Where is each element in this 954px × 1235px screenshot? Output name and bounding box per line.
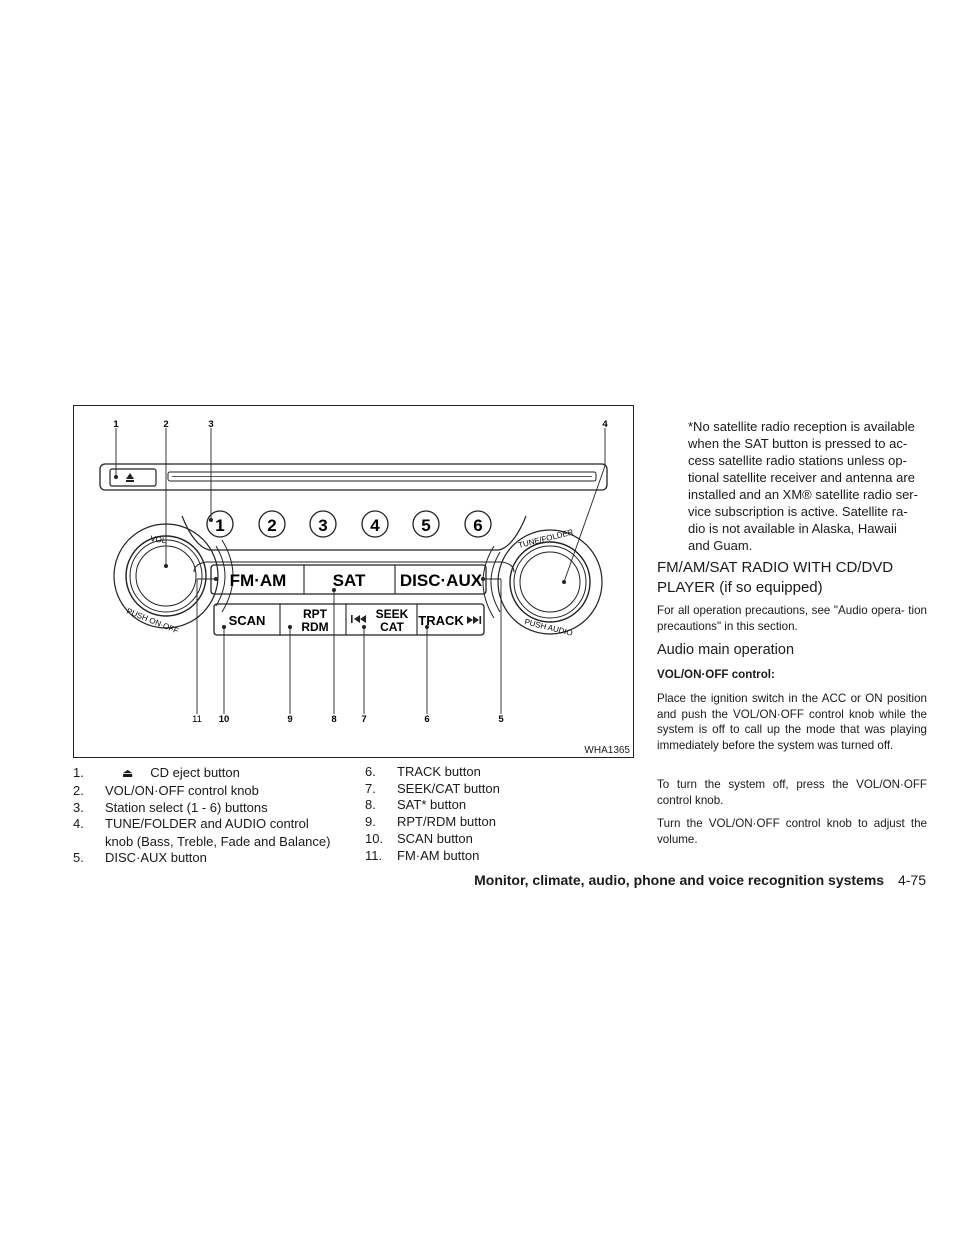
callout-10: 10 (219, 714, 230, 725)
callout-lines (115, 428, 606, 714)
cd-slot-panel (99, 463, 608, 491)
callout-11: 11 (192, 714, 202, 725)
preset-button-3 (309, 510, 337, 538)
callout-9: 9 (287, 714, 292, 725)
callout-4: 4 (602, 419, 608, 430)
eject-icon: ⏏ (121, 766, 134, 780)
callout-7: 7 (361, 714, 366, 725)
para-2: To turn the system off, press the VOL/ON… (657, 778, 927, 807)
preset-label-2: 2 (267, 516, 276, 535)
legend-item-1: 1. ⏏ CD eject button (73, 765, 240, 780)
cd-slot (167, 471, 597, 482)
push-audio-label: PUSH AUDIO (524, 617, 574, 638)
section-intro: For all operation precautions, see "Audi… (657, 604, 927, 633)
legend-item-5: 5.DISC·AUX button (73, 850, 207, 865)
footer-title: Monitor, climate, audio, phone and voice… (474, 872, 885, 888)
section-heading: FM/AM/SAT RADIO WITH CD/DVD PLAYER (if s… (657, 559, 894, 596)
sat-button: SAT (333, 571, 366, 590)
preset-button-1 (206, 510, 234, 538)
legend-item-8: 8.SAT* button (365, 797, 467, 812)
control-heading: VOL/ON·OFF control: (657, 668, 775, 681)
para-3: Turn the VOL/ON·OFF control knob to adju… (657, 817, 927, 846)
callout-numbers: 1 2 3 4 5 6 7 8 9 10 11 (113, 419, 608, 725)
rdm-label: RDM (301, 620, 328, 634)
preset-label-5: 5 (421, 516, 430, 535)
preset-label-1: 1 (215, 516, 224, 535)
legend-item-9: 9.RPT/RDM button (365, 814, 496, 829)
preset-button-4 (361, 510, 389, 538)
callout-3: 3 (208, 419, 213, 430)
disc-aux-button: DISC·AUX (400, 571, 483, 590)
legend-item-2: 2.VOL/ON·OFF control knob (73, 783, 259, 798)
eject-button (109, 468, 157, 487)
eject-icon (126, 473, 134, 479)
legend-item-6: 6.TRACK button (365, 764, 481, 779)
satellite-note: *No satellite radio reception is availab… (688, 419, 918, 553)
cat-label: CAT (380, 620, 404, 634)
callout-2: 2 (163, 419, 168, 430)
preset-buttons: 1 2 3 4 5 6 (206, 510, 492, 538)
track-button: TRACK (418, 613, 464, 628)
callout-5: 5 (498, 714, 504, 725)
page-number: 4-75 (897, 872, 926, 888)
preset-button-6 (464, 510, 492, 538)
callout-6: 6 (424, 714, 429, 725)
fm-am-button: FM·AM (230, 571, 287, 590)
bottom-button-row (213, 603, 485, 636)
radio-diagram: 1 2 3 4 5 6 VOL PUSH ON·OFF TUNE/FOL (99, 419, 608, 725)
figure-code: WHA1365 (584, 745, 630, 756)
legend-item-10: 10.SCAN button (365, 831, 473, 846)
para-1: Place the ignition switch in the ACC or … (657, 692, 927, 752)
legend-item-4-cont: knob (Bass, Treble, Fade and Balance) (105, 834, 331, 849)
legend-item-4: 4.TUNE/FOLDER and AUDIO control (73, 816, 309, 831)
legend-item-3: 3.Station select (1 - 6) buttons (73, 800, 268, 815)
callout-8: 8 (331, 714, 336, 725)
vol-label: VOL (150, 534, 168, 545)
preset-label-6: 6 (473, 516, 482, 535)
legend-item-7: 7.SEEK/CAT button (365, 781, 500, 796)
preset-button-5 (412, 510, 440, 538)
callout-1: 1 (113, 419, 119, 430)
next-track-icon (467, 616, 482, 624)
radio-figure: 1 2 3 4 5 6 VOL PUSH ON·OFF TUNE/FOL (73, 405, 634, 758)
rpt-label: RPT (303, 607, 328, 621)
top-button-row (210, 564, 487, 595)
page-footer: Monitor, climate, audio, phone and voice… (474, 872, 926, 888)
legend-item-11: 11.FM·AM button (365, 848, 480, 863)
scan-button: SCAN (229, 613, 266, 628)
preset-button-2 (258, 510, 286, 538)
preset-label-4: 4 (370, 516, 380, 535)
callout-dots (114, 475, 566, 629)
prev-track-icon (351, 615, 366, 623)
sub-heading: Audio main operation (657, 642, 795, 658)
seek-label: SEEK (376, 607, 409, 621)
preset-label-3: 3 (318, 516, 327, 535)
push-on-off-label: PUSH ON·OFF (125, 607, 180, 636)
